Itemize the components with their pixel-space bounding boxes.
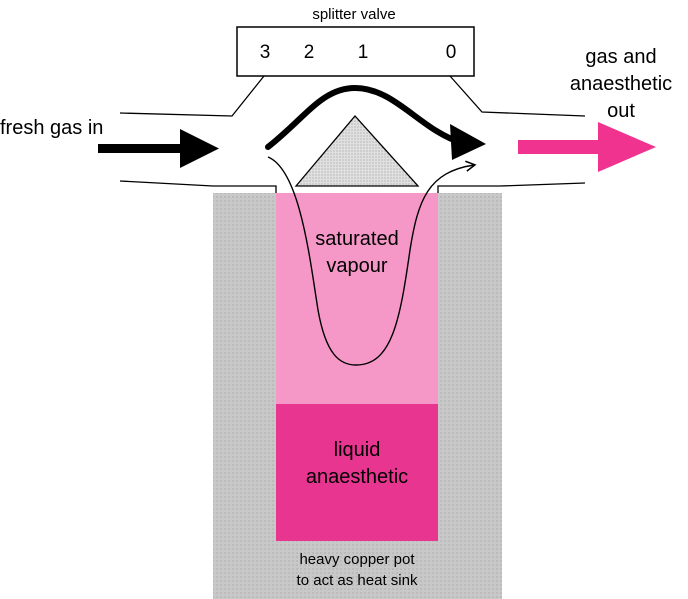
pot-label-line1: heavy copper pot: [299, 551, 415, 568]
splitter-position-3: 3: [260, 42, 271, 63]
splitter-position-2: 2: [304, 42, 315, 63]
bypass-flow-arrow-icon: [265, 84, 486, 160]
gas-out-label-line1: gas and: [585, 46, 656, 68]
outflow-arrow-icon: [518, 122, 656, 172]
gas-out-label-line2: anaesthetic: [570, 73, 672, 95]
liquid-label-line2: anaesthetic: [306, 466, 408, 488]
vapour-chamber: [276, 193, 438, 405]
gas-out-label-line3: out: [607, 100, 635, 122]
fresh-gas-in-label: fresh gas in: [0, 117, 103, 139]
gas-passage: [119, 75, 586, 193]
inflow-arrow-icon: [98, 129, 219, 168]
vapour-label-line2: vapour: [326, 255, 387, 277]
liquid-label-line1: liquid: [334, 439, 381, 461]
splitter-position-1: 1: [358, 42, 369, 63]
splitter-position-0: 0: [446, 42, 457, 63]
splitter-valve-title: splitter valve: [312, 6, 395, 23]
vapour-label-line1: saturated: [315, 228, 398, 250]
vaporising-flow-arrow-icon: [267, 156, 477, 366]
splitter-cone: [294, 115, 420, 187]
splitter-valve-box: [236, 26, 475, 77]
liquid-anaesthetic: [276, 404, 438, 541]
pot-label-line2: to act as heat sink: [297, 572, 418, 589]
